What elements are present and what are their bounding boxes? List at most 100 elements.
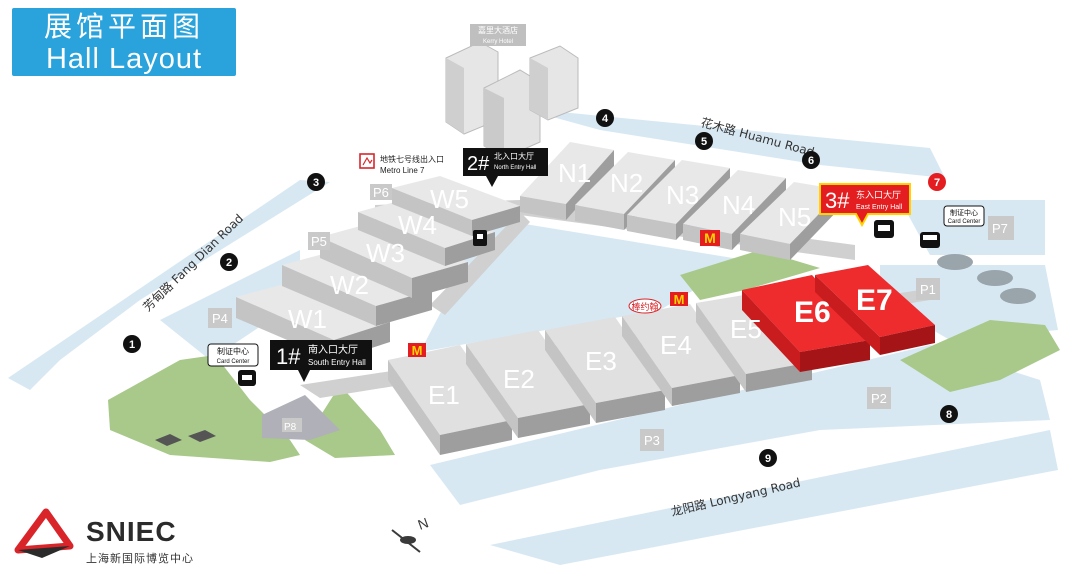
gate-8-label: 8 bbox=[946, 409, 952, 421]
parking-p7[interactable]: P7 bbox=[992, 221, 1008, 236]
sniec-logo: SNIEC 上海新国际博览中心 bbox=[12, 506, 252, 566]
hall-e7[interactable] bbox=[815, 265, 935, 355]
hall-e2[interactable] bbox=[466, 330, 590, 438]
taxi-icon bbox=[874, 220, 894, 238]
bus-icon bbox=[920, 232, 940, 248]
gate-9-label: 9 bbox=[765, 453, 771, 465]
gate-3-label: 3 bbox=[313, 177, 319, 189]
gate-5-label: 5 bbox=[701, 136, 707, 148]
hall-e1[interactable] bbox=[388, 345, 512, 455]
hall-label-w3: W3 bbox=[366, 238, 405, 268]
hall-label-e2: E2 bbox=[503, 364, 535, 394]
entrance-1-en: South Entry Hall bbox=[308, 358, 366, 367]
logo-name: SNIEC bbox=[86, 516, 177, 547]
parking-p8[interactable]: P8 bbox=[284, 422, 297, 433]
gate-7-label: 7 bbox=[934, 177, 940, 189]
hall-label-e4: E4 bbox=[660, 330, 692, 360]
gate-1-label: 1 bbox=[129, 339, 135, 351]
entrance-1-num: 1# bbox=[276, 344, 301, 369]
mcdonalds-icon: M bbox=[670, 292, 688, 307]
svg-text:M: M bbox=[674, 292, 685, 307]
hall-e3[interactable] bbox=[545, 317, 665, 423]
metro-label-en: Metro Line 7 bbox=[380, 166, 425, 175]
card-center-east-cn: 制证中心 bbox=[950, 208, 978, 217]
entrance-2-en: North Entry Hall bbox=[494, 165, 536, 171]
card-center-east-en: Card Center bbox=[948, 219, 981, 225]
svg-text:M: M bbox=[412, 343, 423, 358]
entrance-1-cn: 南入口大厅 bbox=[308, 343, 358, 356]
gate-4[interactable]: 4 bbox=[596, 109, 614, 127]
parking-p4[interactable]: P4 bbox=[212, 311, 228, 326]
small-buildings bbox=[155, 430, 216, 446]
gate-markers: 1 2 3 4 5 6 7 8 9 bbox=[123, 109, 958, 467]
gate-8[interactable]: 8 bbox=[940, 405, 958, 423]
entrance-2-cn: 北入口大厅 bbox=[494, 151, 534, 161]
restaurant-sign: 棒约翰 bbox=[628, 298, 662, 314]
card-center-south[interactable]: 制证中心 Card Center bbox=[207, 343, 259, 367]
hall-label-n2: N2 bbox=[610, 168, 643, 198]
gate-5[interactable]: 5 bbox=[695, 132, 713, 150]
hall-label-w1: W1 bbox=[288, 304, 327, 334]
title-banner: 展馆平面图 Hall Layout bbox=[12, 8, 236, 76]
taxi-icon bbox=[238, 370, 256, 386]
title-cn: 展馆平面图 bbox=[43, 10, 204, 43]
green-areas bbox=[108, 250, 1060, 462]
entrance-east[interactable]: 3# 东入口大厅 East Entry Hall bbox=[819, 183, 911, 228]
gate-7[interactable]: 7 bbox=[928, 173, 946, 191]
restaurant-label: 棒约翰 bbox=[631, 301, 658, 313]
halls-east bbox=[388, 265, 935, 455]
gate-2[interactable]: 2 bbox=[220, 253, 238, 271]
hall-label-e7: E7 bbox=[856, 284, 893, 317]
hall-label-n3: N3 bbox=[666, 180, 699, 210]
gate-6[interactable]: 6 bbox=[802, 151, 820, 169]
gate-9[interactable]: 9 bbox=[759, 449, 777, 467]
entrance-2-num: 2# bbox=[467, 153, 490, 175]
hall-labels: W1 W2 W3 W4 W5 N1 N2 N3 N4 N5 E1 E2 E3 E… bbox=[288, 158, 893, 410]
halls-north bbox=[520, 142, 842, 260]
hall-label-n1: N1 bbox=[558, 158, 591, 188]
entrance-south[interactable]: 1# 南入口大厅 South Entry Hall bbox=[270, 340, 372, 382]
parking-area-south bbox=[262, 395, 340, 440]
hall-w2[interactable] bbox=[282, 250, 432, 326]
hall-w3[interactable] bbox=[320, 222, 468, 298]
hall-label-e6: E6 bbox=[794, 296, 831, 329]
halls-west bbox=[236, 176, 520, 360]
mcdonalds-icon: M bbox=[408, 343, 426, 358]
hotel-name-cn: 嘉里大酒店 bbox=[478, 25, 518, 35]
hall-w5[interactable] bbox=[392, 176, 520, 236]
hall-e4[interactable] bbox=[622, 304, 740, 406]
compass-icon: N bbox=[391, 514, 431, 553]
hall-label-w4: W4 bbox=[398, 210, 437, 240]
title-en: Hall Layout bbox=[45, 43, 203, 75]
entrance-north[interactable]: 2# 北入口大厅 North Entry Hall bbox=[463, 148, 548, 187]
gate-1[interactable]: 1 bbox=[123, 335, 141, 353]
hotel-sign bbox=[470, 24, 526, 46]
logo-subtitle: 上海新国际博览中心 bbox=[86, 552, 194, 565]
parking-p1[interactable]: P1 bbox=[920, 282, 936, 297]
parking-p2[interactable]: P2 bbox=[871, 391, 887, 406]
metro-label-cn: 地铁七号线出入口 bbox=[380, 154, 444, 164]
entrance-3-en: East Entry Hall bbox=[856, 204, 903, 211]
info-icon bbox=[473, 230, 487, 246]
hall-label-n5: N5 bbox=[778, 202, 811, 232]
entrance-3-cn: 东入口大厅 bbox=[856, 189, 901, 201]
gate-6-label: 6 bbox=[808, 155, 814, 167]
gate-3[interactable]: 3 bbox=[307, 173, 325, 191]
parking-p3[interactable]: P3 bbox=[644, 433, 660, 448]
card-center-east[interactable]: 制证中心 Card Center bbox=[943, 205, 985, 227]
gate-2-label: 2 bbox=[226, 257, 232, 269]
hall-label-n4: N4 bbox=[722, 190, 755, 220]
hall-label-e1: E1 bbox=[428, 380, 460, 410]
hall-label-w5: W5 bbox=[430, 184, 469, 214]
hall-label-e5: E5 bbox=[730, 314, 762, 344]
hotel-name-en: Kerry Hotel bbox=[483, 39, 513, 45]
parking-markers: P1 P2 P3 P4 P5 P6 P7 P8 bbox=[208, 184, 1014, 451]
compass-label: N bbox=[416, 514, 431, 532]
hall-label-w2: W2 bbox=[330, 270, 369, 300]
roundabouts bbox=[937, 254, 1036, 304]
hall-e6[interactable] bbox=[742, 275, 870, 372]
parking-p6[interactable]: P6 bbox=[373, 185, 389, 200]
entrance-3-num: 3# bbox=[825, 188, 850, 213]
parking-p5[interactable]: P5 bbox=[311, 234, 327, 249]
